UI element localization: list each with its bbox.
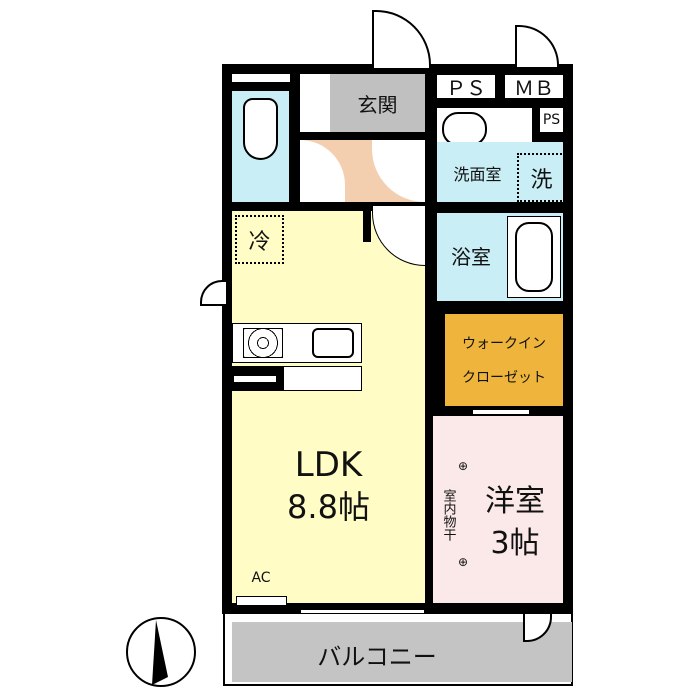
balcony xyxy=(232,622,572,682)
washroom xyxy=(437,142,563,202)
entrance xyxy=(330,74,425,132)
toilet-fixture-icon xyxy=(243,98,278,160)
entrance-storage xyxy=(300,74,330,132)
western-room xyxy=(433,416,563,603)
balcony-window[interactable] xyxy=(300,609,425,614)
mb-door[interactable] xyxy=(515,25,559,67)
kitchen-sink-icon xyxy=(312,328,354,358)
washer-space: 洗 xyxy=(517,153,566,202)
western-size: 3帖 xyxy=(490,526,540,561)
western-label: 洋室 xyxy=(485,484,545,519)
walkin-closet xyxy=(445,314,563,406)
mb-box: ＭＢ xyxy=(505,75,563,100)
ac-label: AC xyxy=(251,570,271,586)
ps-small-box: PS xyxy=(540,108,563,132)
ac-unit xyxy=(236,596,287,606)
shelf xyxy=(234,376,276,382)
toilet-shelf xyxy=(232,74,290,82)
washroom-label: 洗面室 xyxy=(453,165,502,184)
drying-hook-icon: ⊕ xyxy=(457,555,469,569)
ldk-size: 8.8帖 xyxy=(287,488,370,526)
north-arrow-icon xyxy=(126,617,196,687)
walkin-label-1: ウォークイン xyxy=(462,336,546,352)
stove-icon xyxy=(243,328,283,358)
closet-door[interactable] xyxy=(472,409,530,415)
bathtub-inner xyxy=(515,222,553,292)
front-door[interactable] xyxy=(372,10,431,68)
bathroom-label: 浴室 xyxy=(451,244,491,269)
fridge-space: 冷 xyxy=(235,215,284,264)
entrance-label: 玄関 xyxy=(357,92,398,117)
wall-stub xyxy=(363,206,371,242)
drying-label: 室内物干 xyxy=(440,489,456,541)
sink-icon xyxy=(442,112,487,146)
balcony-label: バルコニー xyxy=(317,642,437,671)
side-window[interactable] xyxy=(200,280,226,306)
ps-box: ＰＳ xyxy=(437,75,495,100)
ldk-label: LDK xyxy=(294,445,363,485)
drying-hook-icon: ⊕ xyxy=(457,459,469,473)
ldk-room xyxy=(232,211,425,603)
walkin-label-2: クローゼット xyxy=(462,370,546,386)
